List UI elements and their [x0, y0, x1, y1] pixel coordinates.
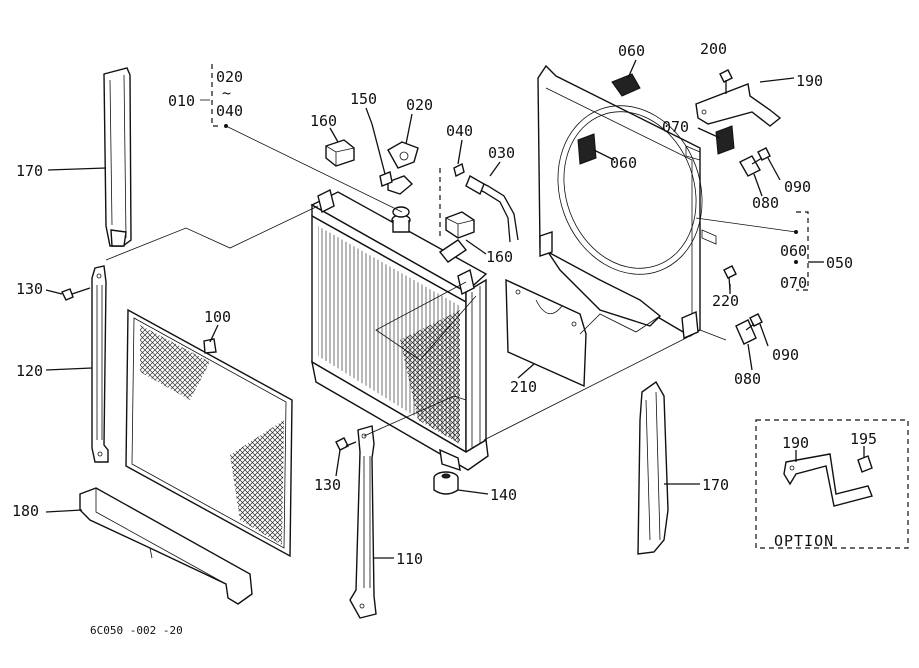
label-160-lower: 160 — [486, 248, 513, 266]
side-baffle-lower-right — [637, 380, 669, 555]
leader-lines — [45, 59, 865, 559]
label-050: 050 — [826, 254, 853, 272]
drawing-code: 6C050 -002 -20 — [90, 624, 183, 637]
lower-baffle — [79, 487, 253, 605]
label-130-lower: 130 — [314, 476, 341, 494]
label-220: 220 — [712, 292, 739, 310]
hose-clamp — [453, 162, 465, 178]
radiator-core — [310, 188, 489, 472]
group-bracket-010 — [211, 64, 220, 127]
label-060-group: 060 — [780, 242, 807, 260]
label-070-group: 070 — [780, 274, 807, 292]
lower-stay — [349, 425, 377, 619]
label-140: 140 — [490, 486, 517, 504]
option-inset — [755, 419, 909, 549]
upper-bracket — [695, 83, 782, 127]
label-030: 030 — [488, 144, 515, 162]
label-040-group: 040 — [216, 102, 243, 120]
label-190: 190 — [796, 72, 823, 90]
label-090-lower: 090 — [772, 346, 799, 364]
overflow-fitting — [371, 123, 393, 187]
clip-080-upper — [739, 155, 761, 177]
bolt-left — [61, 287, 91, 301]
label-080-upper: 080 — [752, 194, 779, 212]
label-060-top: 060 — [618, 42, 645, 60]
label-020-cap: 020 — [406, 96, 433, 114]
seal-pad-shroud — [577, 133, 597, 165]
bolt-090-upper — [751, 147, 771, 165]
bolt-200 — [719, 69, 733, 94]
label-190-option: 190 — [782, 434, 809, 452]
seal-pad-top — [611, 73, 641, 97]
label-150: 150 — [350, 90, 377, 108]
rubber-cushion-upper — [325, 139, 355, 167]
rubber-mount — [433, 471, 459, 495]
cover-plate — [505, 278, 587, 388]
label-110: 110 — [396, 550, 423, 568]
clip-080-lower — [735, 319, 757, 345]
overflow-hose — [465, 174, 519, 243]
label-210: 210 — [510, 378, 537, 396]
label-120: 120 — [16, 362, 43, 380]
label-070: 070 — [662, 118, 689, 136]
label-tilde: ~ — [222, 84, 231, 102]
option-label: OPTION — [774, 532, 834, 550]
label-160-upper: 160 — [310, 112, 337, 130]
left-stay-bracket — [91, 265, 109, 463]
label-100: 100 — [204, 308, 231, 326]
label-130-left: 130 — [16, 280, 43, 298]
label-170-lower: 170 — [702, 476, 729, 494]
label-040: 040 — [446, 122, 473, 140]
seal-pad-070 — [715, 125, 735, 155]
label-080-lower: 080 — [734, 370, 761, 388]
bolt-090-lower — [745, 313, 763, 331]
part-labels: 010 020 ~ 040 150 020 160 160 040 030 06… — [12, 40, 877, 637]
label-010: 010 — [168, 92, 195, 110]
bolt-130-lower — [335, 437, 357, 451]
label-060-mid: 060 — [610, 154, 637, 172]
label-200: 200 — [700, 40, 727, 58]
rubber-cushion-lower — [445, 211, 475, 239]
label-195: 195 — [850, 430, 877, 448]
fan-shroud — [537, 64, 717, 340]
side-baffle-upper-left — [103, 67, 132, 247]
label-170-upper: 170 — [16, 162, 43, 180]
radiator-screen — [125, 308, 293, 558]
filler-cap — [387, 141, 419, 218]
label-020-group: 020 — [216, 68, 243, 86]
label-090-upper: 090 — [784, 178, 811, 196]
label-180: 180 — [12, 502, 39, 520]
